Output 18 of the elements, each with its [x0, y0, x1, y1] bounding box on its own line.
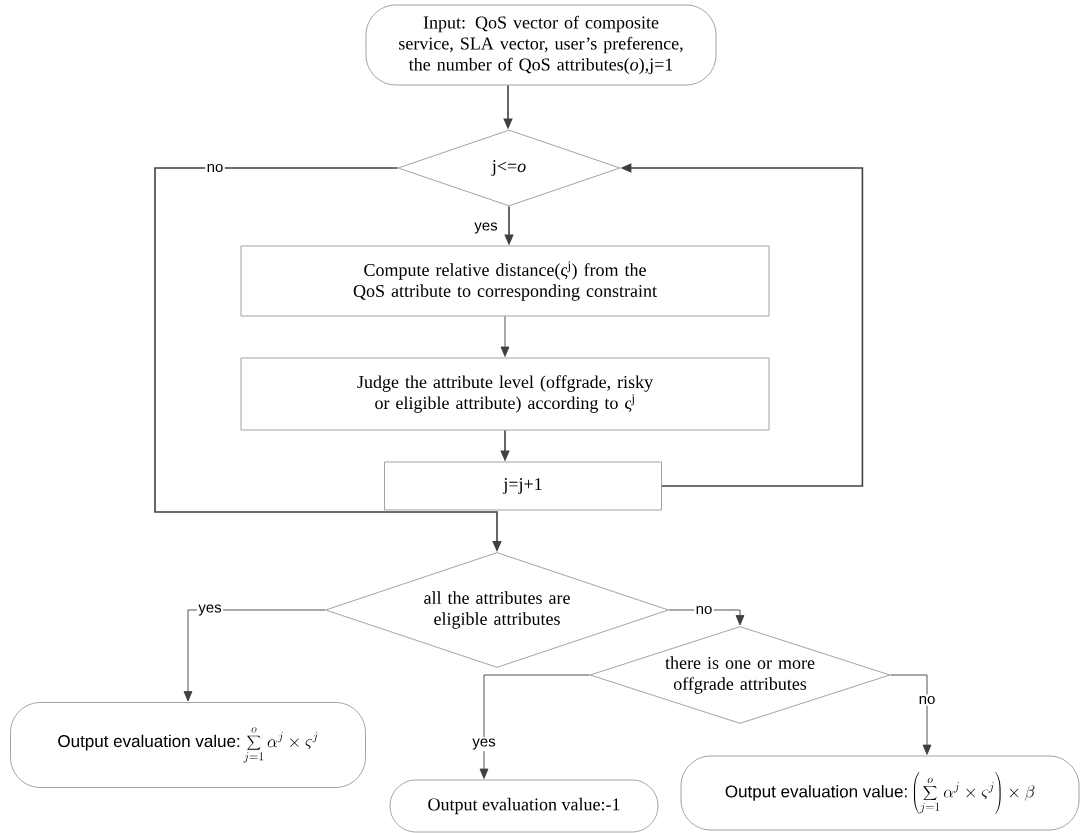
- terminal-box: Input: QoS vector of composite service, SLA vector, user’s preference, the number of QoS attributes(o),j=1: [365, 4, 717, 86]
- process-box: Compute relative distance(ς$^{j}$) from the QoS attribute to corresponding constraint: [240, 245, 770, 317]
- edge-label: yes: [196, 602, 224, 618]
- process-box: Judge the attribute level (offgrade, risky or eligible attribute) according to ς$^{j}$: [240, 357, 770, 431]
- edge-label: no: [694, 604, 714, 616]
- arrow: [889, 674, 932, 755]
- arrow: [500, 315, 510, 357]
- terminal-box: Output evaluation value:-1: [389, 779, 659, 833]
- arrow: [479, 674, 591, 779]
- edge-label: yes: [472, 220, 500, 236]
- edge-label: no: [205, 162, 225, 174]
- terminal-box: Output evaluation value: $\sum_{j=1}^{o}\alpha^{j}\times\varsigma^{j}$: [10, 702, 366, 788]
- terminal-box: Output evaluation value: $\left(\sum_{j=1}^{o}\alpha^{j}\times\varsigma^{j}\right)\times\beta$: [680, 755, 1080, 831]
- edge-label: no: [917, 694, 937, 706]
- process-box: j=j+1: [384, 461, 662, 511]
- arrow: [668, 609, 745, 626]
- edge-label: yes: [470, 736, 498, 752]
- arrow: [183, 609, 326, 702]
